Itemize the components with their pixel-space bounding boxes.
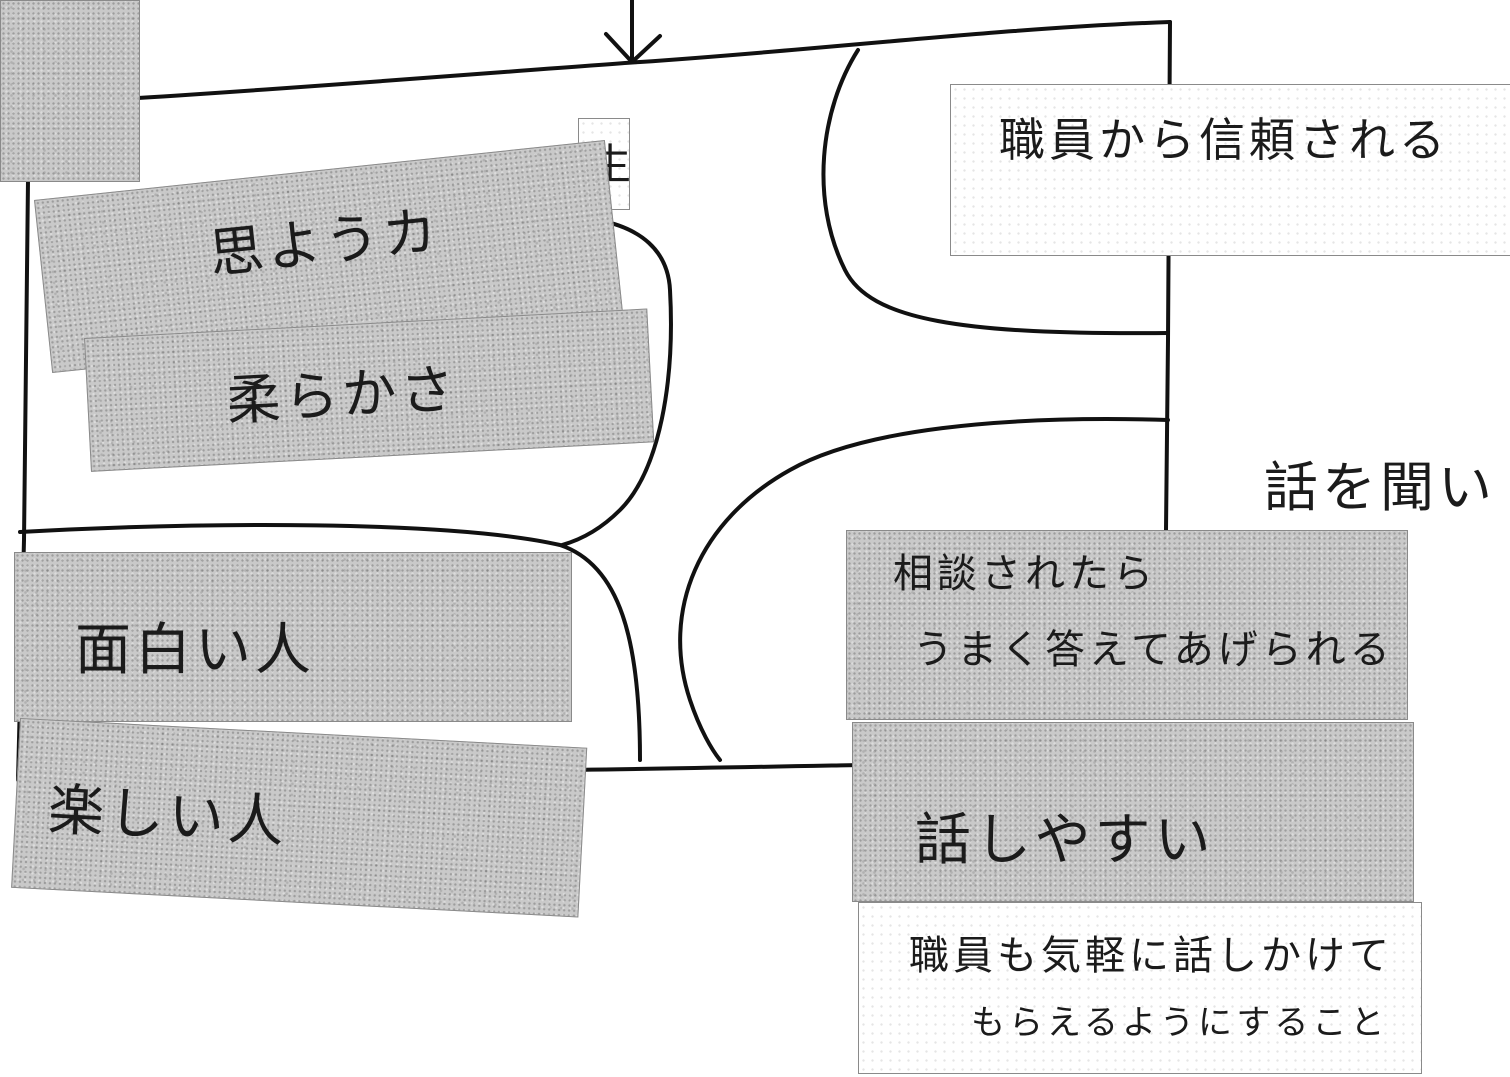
card-3: 面白い人 <box>14 552 572 722</box>
card-5-line-2: うまく答えてあげられる <box>913 627 1394 673</box>
card-3-text: 面白い人 <box>75 618 315 683</box>
card-6-text: 話しやすい <box>915 808 1215 873</box>
card-1-text: 思ようカ <box>206 198 444 286</box>
card-2-text: 柔らかさ <box>224 357 460 433</box>
lower-left-branch <box>18 523 642 762</box>
card-7-line-2: もらえるようにすること <box>971 1003 1389 1043</box>
card-top-right: 職員から信頼される <box>950 84 1510 256</box>
card-5: 相談されたら うまく答えてあげられる <box>846 530 1408 720</box>
card-5-line-1: 相談されたら <box>893 551 1157 597</box>
right-partial-label: 話を聞い <box>1264 456 1496 519</box>
top-bar-line <box>136 20 1172 100</box>
top-right-label: 職員から信頼される <box>999 113 1449 167</box>
card-7-line-1: 職員も気軽に話しかけて <box>909 933 1393 979</box>
upper-right-branch <box>821 48 1170 336</box>
card-7: 職員も気軽に話しかけて もらえるようにすること <box>858 902 1422 1074</box>
lower-right-branch <box>678 417 1170 762</box>
card-4: 楽しい人 <box>11 718 588 918</box>
card-4-text: 楽しい人 <box>46 777 290 856</box>
upper-left-branch <box>560 218 673 547</box>
scrap-top-left <box>0 0 140 182</box>
card-6: 話しやすい <box>852 722 1414 902</box>
